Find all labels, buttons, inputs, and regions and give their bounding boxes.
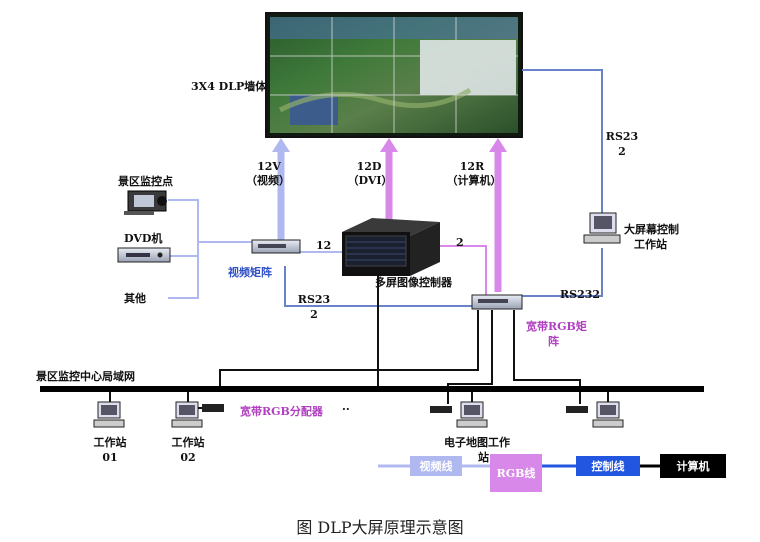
lan-bus: [40, 386, 704, 392]
rgb-distributor-icon: [198, 404, 224, 412]
wall-label: 3X4 DLP墙体: [191, 80, 267, 93]
other-video-line: [168, 242, 199, 299]
legend-control-line: 控制线: [576, 456, 640, 476]
legend-rgb-line: RGB线: [490, 454, 542, 492]
rgb-to-controller-line: [440, 245, 487, 298]
video-matrix-label: 视频矩阵: [228, 266, 272, 279]
dvd-label: DVD机: [124, 232, 163, 245]
rgb-distributor-label: 宽带RGB分配器: [240, 405, 323, 418]
camera-label: 景区监控点: [118, 175, 173, 188]
legend-video-line: 视频线: [410, 456, 462, 476]
rgb-matrix-line2: 阵: [548, 335, 559, 348]
wall-rs232-line: [522, 69, 603, 222]
figure-caption: 图 DLP大屏原理示意图: [296, 518, 464, 537]
workstation-02-icon: [171, 392, 203, 428]
rgb-channel-count: 12R: [459, 160, 485, 173]
dvd-icon: [117, 247, 171, 263]
control-ws-line1: 大屏幕控制: [624, 223, 679, 236]
map-workstation-icon: [430, 392, 488, 428]
control-workstation-icon: [583, 212, 621, 244]
workstation-01-line2: 01: [102, 451, 118, 464]
camera-icon: [124, 190, 167, 215]
rs232-left-line2: 2: [310, 308, 318, 321]
rgb-out-line-1: [219, 310, 479, 388]
other-label: 其他: [124, 292, 146, 305]
video-channel-arrow: [272, 138, 290, 240]
multiscreen-controller: [342, 218, 440, 276]
dvi-channel-type: （DVI）: [347, 174, 393, 187]
rgb-channel-type: （计算机）: [446, 174, 502, 187]
controller-label: 多屏图像控制器: [375, 276, 452, 289]
rs232-left-line1: RS23: [297, 293, 331, 306]
video-matrix-device: [251, 239, 301, 254]
control-ws-line: [520, 248, 603, 297]
ellipsis: ··: [342, 403, 350, 416]
map-ws-line1: 电子地图工作: [444, 436, 510, 449]
rs232-top-line1: RS23: [605, 130, 639, 143]
video-channel-count: 12V: [257, 160, 281, 173]
workstation-04-icon: [566, 392, 624, 428]
workstation-02-line2: 02: [180, 451, 196, 464]
rgb-matrix-line1: 宽带RGB矩: [526, 320, 587, 333]
workstation-02-line1: 工作站: [171, 436, 205, 449]
workstation-01-line1: 工作站: [93, 436, 127, 449]
video-matrix-out-count: 12: [316, 239, 332, 252]
rs232-right-label: RS232: [560, 288, 601, 301]
video-channel-type: （视频）: [246, 174, 290, 187]
legend-computer: 计算机: [660, 454, 726, 478]
map-ws-line2: 站: [478, 451, 489, 464]
control-ws-line2: 工作站: [634, 238, 667, 251]
matrix-rs232-line: [284, 266, 480, 307]
controller-in-count: 2: [456, 236, 464, 249]
dvi-channel-arrow: [380, 138, 398, 222]
rgb-channel-arrow: [489, 138, 507, 292]
lan-label: 景区监控中心局域网: [36, 370, 135, 383]
workstation-01-icon: [93, 392, 125, 428]
camera-video-line: [168, 199, 252, 243]
rgb-matrix-device: [471, 294, 523, 310]
rgb-out-line-2: [447, 310, 493, 404]
dvi-channel-count: 12D: [356, 160, 382, 173]
dlp-video-wall: [265, 12, 523, 138]
rs232-top-line2: 2: [618, 145, 626, 158]
